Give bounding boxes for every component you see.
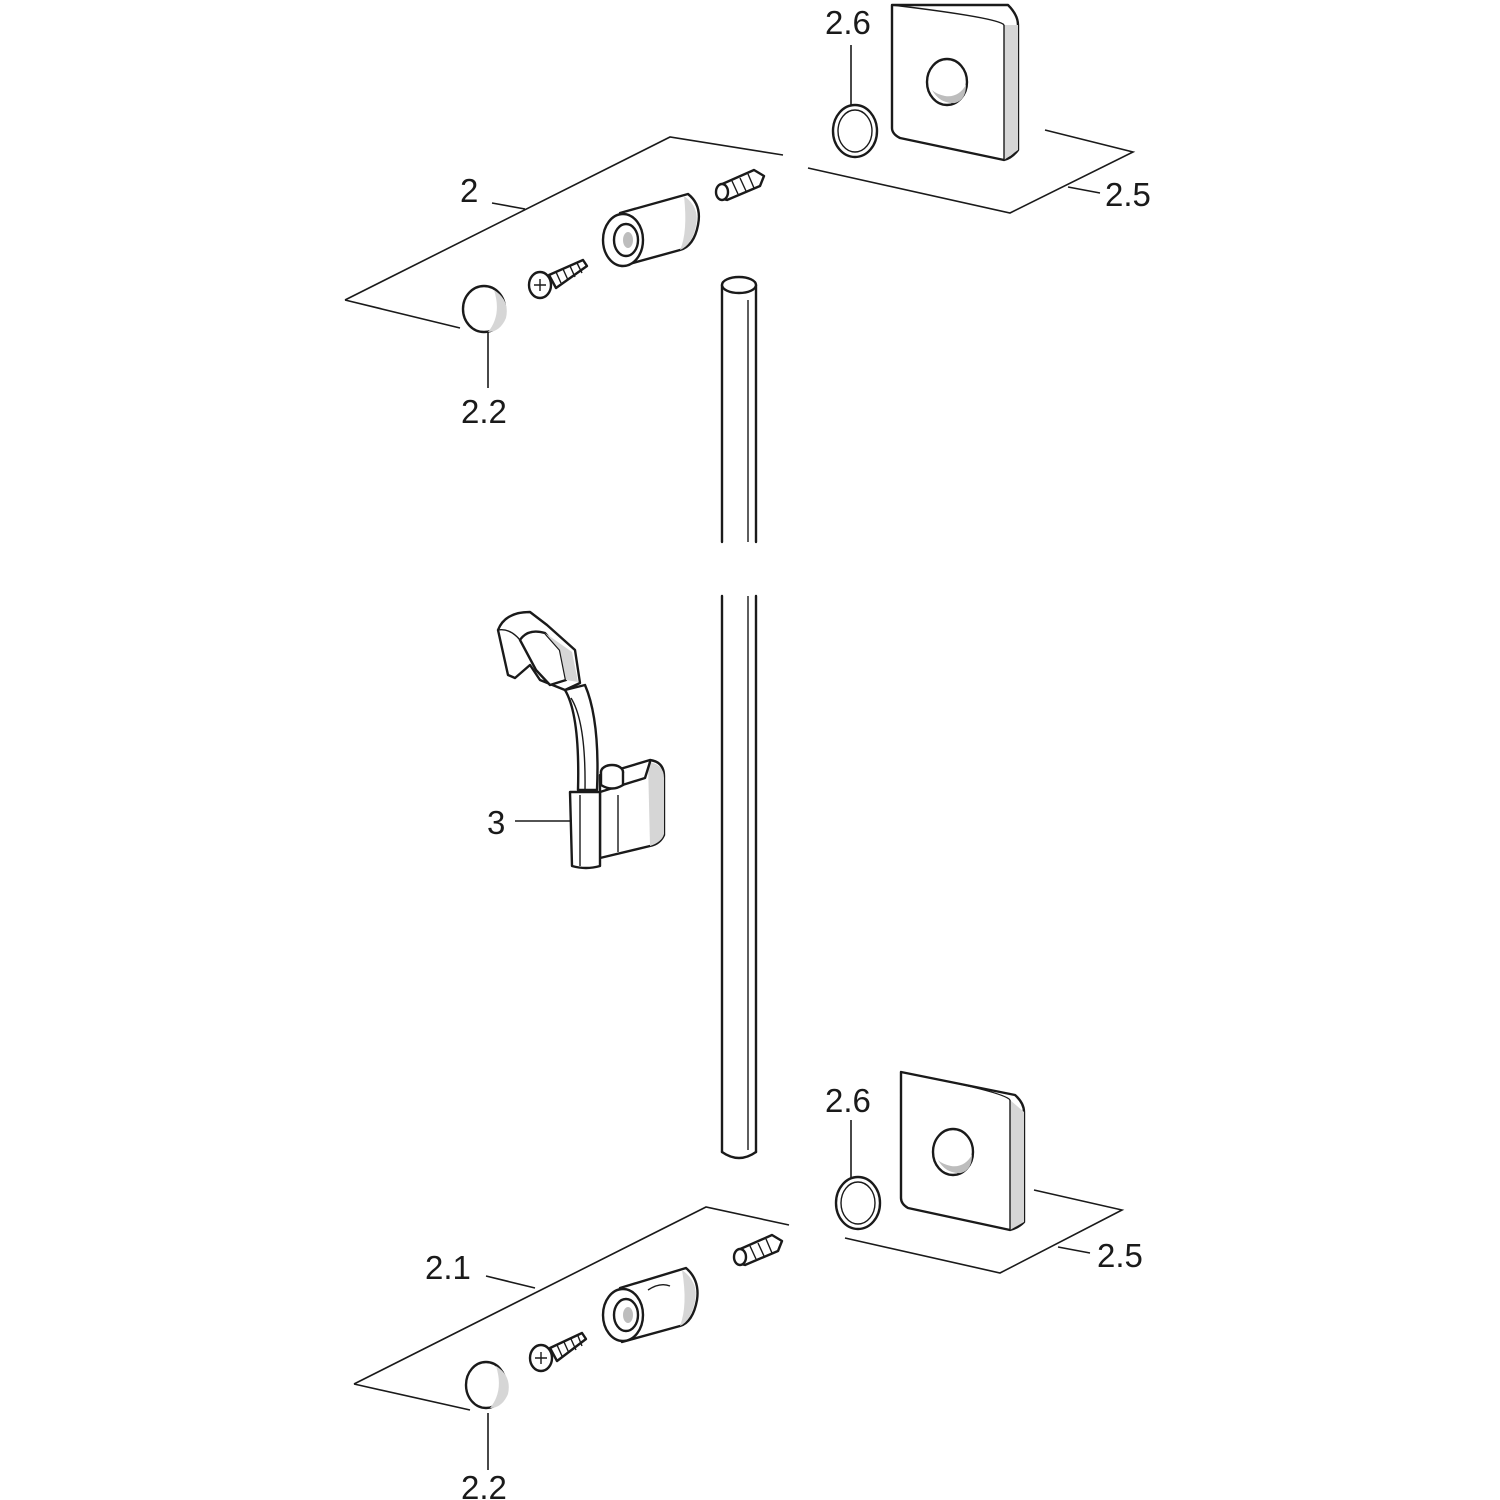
top-cover-cap <box>461 284 507 334</box>
bottom-plate-leader-plane <box>844 1189 1125 1274</box>
label-top-plate: 2.5 <box>1105 176 1151 213</box>
slide-rail <box>720 275 758 1160</box>
bottom-cover-cap <box>464 1360 509 1410</box>
top-screw <box>527 258 589 300</box>
label-bottom-cap: 2.2 <box>461 1469 507 1500</box>
bottom-screw <box>528 1331 588 1373</box>
top-plate-leader-plane <box>807 129 1136 214</box>
label-bottom-bracket: 2.1 <box>425 1249 471 1286</box>
top-o-ring <box>831 103 879 159</box>
bottom-wall-dowel <box>732 1233 784 1267</box>
label-holder: 3 <box>487 804 505 841</box>
bottom-o-ring <box>834 1175 882 1231</box>
shower-holder <box>496 610 666 870</box>
label-top-ring: 2.6 <box>825 4 871 41</box>
top-bracket-body <box>601 192 701 268</box>
label-bottom-ring: 2.6 <box>825 1082 871 1119</box>
label-top-cap: 2.2 <box>461 393 507 430</box>
label-bottom-plate: 2.5 <box>1097 1237 1143 1274</box>
top-wall-plate <box>890 3 1020 162</box>
bottom-bracket-leader-plane <box>353 1206 790 1411</box>
bottom-wall-plate <box>899 1070 1026 1232</box>
top-bracket-leader-plane <box>344 136 784 329</box>
top-wall-dowel <box>714 168 766 202</box>
bottom-bracket-body <box>601 1266 699 1344</box>
label-top-bracket: 2 <box>460 172 478 209</box>
